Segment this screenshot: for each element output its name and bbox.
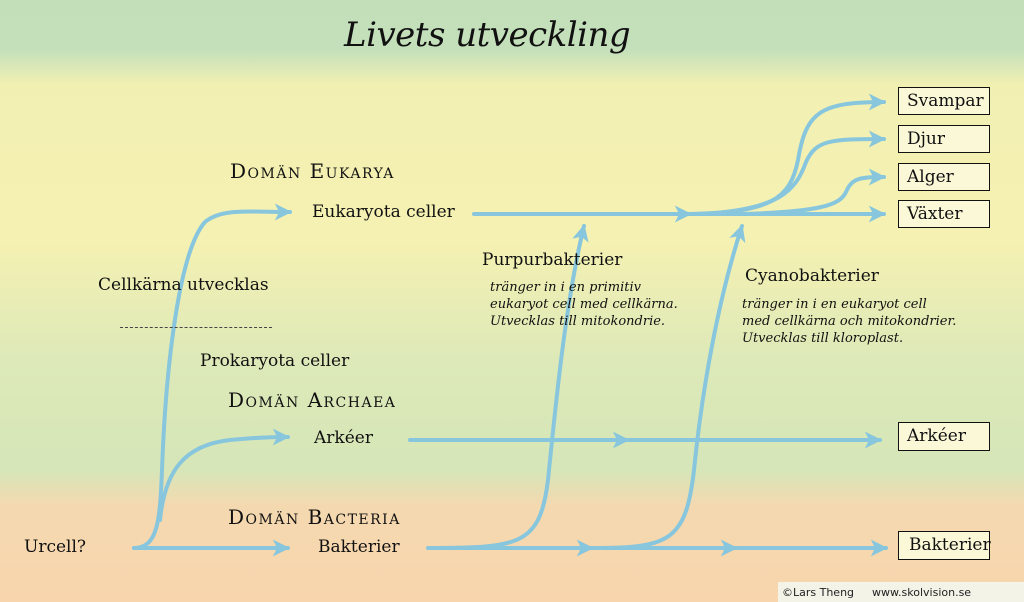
divider-dashed [120,327,272,328]
domain-eukarya: Domän Eukarya [230,159,395,183]
page-title: Livets utveckling [344,15,631,55]
domain-bacteria: Domän Bacteria [228,505,401,529]
label-prokaryota: Prokaryota celler [200,351,350,371]
box-bakterier: Bakterier [898,531,991,560]
label-arkeer: Arkéer [314,428,373,448]
credit-bar: ©Lars Theng www.skolvision.se [778,582,1024,602]
note-cyano-line: Utvecklas till kloroplast. [742,331,904,346]
box-djur: Djur [898,125,990,153]
label-cyanobakterier: Cyanobakterier [745,266,879,286]
box-vaxter: Växter [898,200,990,228]
note-cyano-line: tränger in i en eukaryot cell [742,297,927,312]
box-arkeer: Arkéer [898,422,990,451]
label-eukaryota: Eukaryota celler [312,202,455,222]
label-cellkarna: Cellkärna utvecklas [98,275,269,295]
note-purpur-line: eukaryot cell med cellkärna. [490,297,678,312]
note-cyano-line: med cellkärna och mitokondrier. [742,314,957,329]
arrow-cyanobakterier [594,224,746,550]
arrow-to-alger [738,168,886,216]
note-purpur-line: tränger in i en primitiv [490,280,641,295]
box-alger: Alger [898,163,990,191]
arrow-to-djur [698,130,886,216]
label-purpurbakterier: Purpurbakterier [482,250,623,270]
arrow-urcell-eukaryota [132,203,292,550]
arrow-urcell-arkeer [158,428,290,522]
credit-author: ©Lars Theng [782,585,855,599]
arrow-purpurbakterier [428,224,589,550]
domain-archaea: Domän Archaea [228,388,397,412]
credit-site: www.skolvision.se [872,585,972,599]
arrow-to-svampar [688,93,886,216]
label-urcell: Urcell? [24,537,87,557]
note-purpur-line: Utvecklas till mitokondrie. [490,314,666,329]
label-bakterier: Bakterier [318,537,400,557]
box-svampar: Svampar [898,87,990,115]
note-purpurbakterier: tränger in i en primitiv eukaryot cell m… [490,279,678,330]
note-cyanobakterier: tränger in i en eukaryot cell med cellkä… [742,296,956,347]
